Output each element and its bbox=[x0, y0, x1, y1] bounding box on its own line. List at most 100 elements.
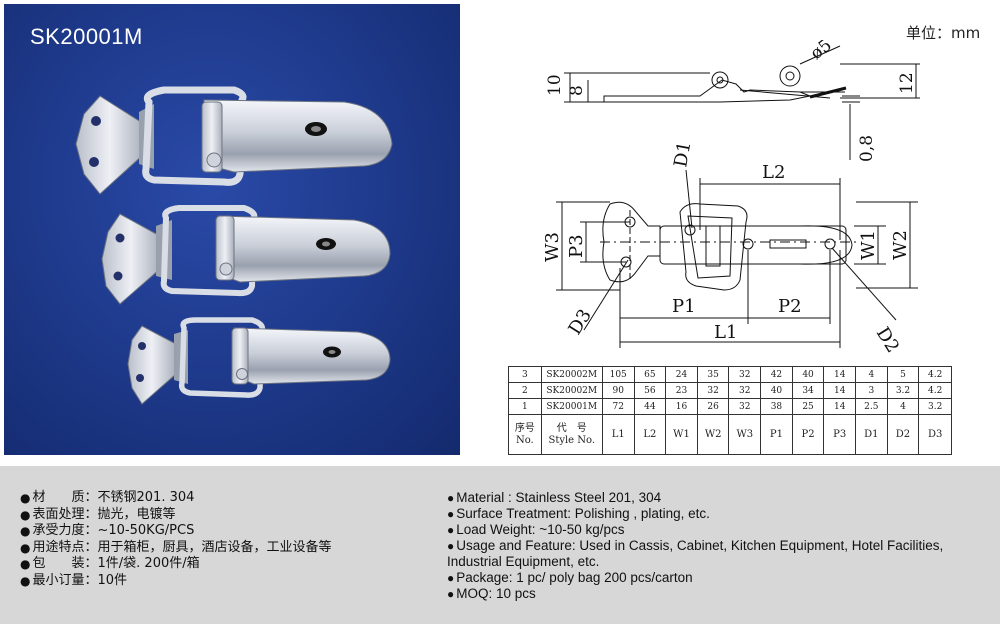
bullet-icon: ● bbox=[20, 524, 31, 538]
table-cell: 105 bbox=[601, 366, 635, 383]
table-cell: 32 bbox=[696, 382, 730, 399]
bullet-icon: ● bbox=[447, 491, 455, 505]
table-cell: SK20002M bbox=[540, 382, 603, 399]
bullet-icon: ● bbox=[20, 507, 31, 522]
spec-cn-colon: ： bbox=[84, 572, 98, 588]
table-cell: 40 bbox=[791, 366, 825, 383]
table-cell: 14 bbox=[823, 398, 857, 415]
bullet-icon: ● bbox=[20, 491, 31, 505]
table-cell: 44 bbox=[633, 398, 667, 415]
latch-small bbox=[127, 317, 391, 405]
spec-en-text: Package: 1 pc/ poly bag 200 pcs/carton bbox=[456, 570, 693, 585]
table-cell: 14 bbox=[823, 366, 857, 383]
spec-cn-item: ●材 质：不锈钢201. 304 bbox=[20, 490, 332, 507]
table-cell: 3.2 bbox=[886, 382, 920, 399]
header-p2: P2 bbox=[791, 414, 825, 455]
spec-cn-item: ●用途特点：用于箱柜，厨具，酒店设备，工业设备等 bbox=[20, 540, 332, 557]
dim-D1: D1 bbox=[670, 140, 695, 169]
spec-cn-colon: ： bbox=[84, 556, 98, 571]
table-cell: 2.5 bbox=[855, 398, 888, 415]
dim-L1: L1 bbox=[714, 322, 737, 343]
spec-cn-label: 承受力度 bbox=[32, 523, 85, 538]
info-bar: ●材 质：不锈钢201. 304●表面处理：抛光，电镀等●承受力度：~10-50… bbox=[0, 466, 1000, 624]
header-d1: D1 bbox=[855, 414, 888, 455]
dim-8: 8 bbox=[567, 85, 587, 96]
table-cell: 5 bbox=[886, 366, 920, 383]
bullet-icon: ● bbox=[447, 507, 455, 521]
latch-large bbox=[75, 86, 393, 195]
header-l1: L1 bbox=[601, 414, 635, 455]
spec-cn-colon: ： bbox=[84, 506, 98, 522]
spec-en-text: MOQ: 10 pcs bbox=[456, 586, 536, 601]
dim-12: 12 bbox=[897, 72, 917, 94]
table-cell: 40 bbox=[760, 382, 793, 399]
bullet-icon: ● bbox=[447, 523, 455, 537]
table-cell: 72 bbox=[601, 398, 635, 415]
table-cell: 25 bbox=[791, 398, 825, 415]
spec-cn-value: 10件 bbox=[97, 572, 128, 588]
side-view bbox=[564, 45, 920, 160]
latch-medium bbox=[101, 205, 391, 305]
table-cell: 1 bbox=[508, 398, 542, 415]
dim-phi5: ø5 bbox=[807, 40, 836, 64]
spec-en-item: ●Load Weight: ~10-50 kg/pcs bbox=[447, 522, 999, 538]
spec-cn-item: ●最小订量：10件 bbox=[20, 573, 332, 590]
top-view bbox=[556, 169, 918, 348]
spec-cn-label: 包 装 bbox=[32, 556, 85, 571]
table-cell: 38 bbox=[760, 398, 793, 415]
spec-cn-value: 1件/袋. 200件/箱 bbox=[97, 556, 200, 571]
spec-en-item: ●Surface Treatment: Polishing , plating,… bbox=[447, 506, 999, 522]
dim-P2: P2 bbox=[778, 296, 802, 317]
spec-en-text: Material : Stainless Steel 201, 304 bbox=[456, 490, 662, 505]
unit-label: 单位：mm bbox=[906, 24, 981, 42]
table-cell: 3 bbox=[508, 366, 542, 383]
spec-cn-colon: ： bbox=[84, 490, 98, 505]
table-cell: 23 bbox=[665, 382, 698, 399]
spec-en-text: Load Weight: ~10-50 kg/pcs bbox=[456, 522, 625, 537]
header-l2: L2 bbox=[633, 414, 667, 455]
product-model-title: SK20001M bbox=[30, 24, 143, 49]
bullet-icon: ● bbox=[447, 571, 455, 585]
spec-cn-value: 不锈钢201. 304 bbox=[97, 490, 195, 505]
table-cell: 32 bbox=[728, 382, 762, 399]
table-cell: 34 bbox=[791, 382, 825, 399]
dim-L2: L2 bbox=[762, 162, 785, 183]
spec-cn-label: 表面处理 bbox=[32, 506, 85, 522]
table-cell: 42 bbox=[760, 366, 793, 383]
latch-photo-illustration bbox=[75, 86, 393, 405]
spec-cn-item: ●表面处理：抛光，电镀等 bbox=[20, 507, 332, 524]
spec-cn-value: 抛光，电镀等 bbox=[97, 506, 176, 522]
header-p1: P1 bbox=[760, 414, 793, 455]
header-w1: W1 bbox=[665, 414, 698, 455]
header-d2: D2 bbox=[886, 414, 920, 455]
table-cell: 4 bbox=[855, 366, 888, 383]
bullet-icon: ● bbox=[447, 539, 455, 553]
dim-10: 10 bbox=[545, 74, 565, 96]
dim-W3: W3 bbox=[542, 232, 563, 262]
dim-D3: D3 bbox=[564, 306, 596, 339]
bullet-icon: ● bbox=[20, 557, 31, 571]
bullet-icon: ● bbox=[447, 587, 455, 601]
spec-en-item: ●Material : Stainless Steel 201, 304 bbox=[447, 490, 999, 506]
header-w3: W3 bbox=[728, 414, 762, 455]
dim-W1: W1 bbox=[858, 230, 879, 260]
dim-0-8: 0,8 bbox=[857, 135, 877, 162]
table-cell: 32 bbox=[728, 366, 762, 383]
spec-en-item: ●MOQ: 10 pcs bbox=[447, 586, 999, 602]
header-w2: W2 bbox=[696, 414, 730, 455]
table-cell: 26 bbox=[696, 398, 730, 415]
table-cell: 90 bbox=[601, 382, 635, 399]
table-cell: 4.2 bbox=[918, 382, 952, 399]
table-cell: SK20001M bbox=[540, 398, 603, 415]
table-cell: 32 bbox=[728, 398, 762, 415]
spec-cn-colon: ： bbox=[84, 539, 98, 555]
spec-cn-label: 最小订量 bbox=[32, 572, 85, 588]
dim-D2: D2 bbox=[872, 324, 904, 357]
dim-P3: P3 bbox=[566, 234, 587, 258]
